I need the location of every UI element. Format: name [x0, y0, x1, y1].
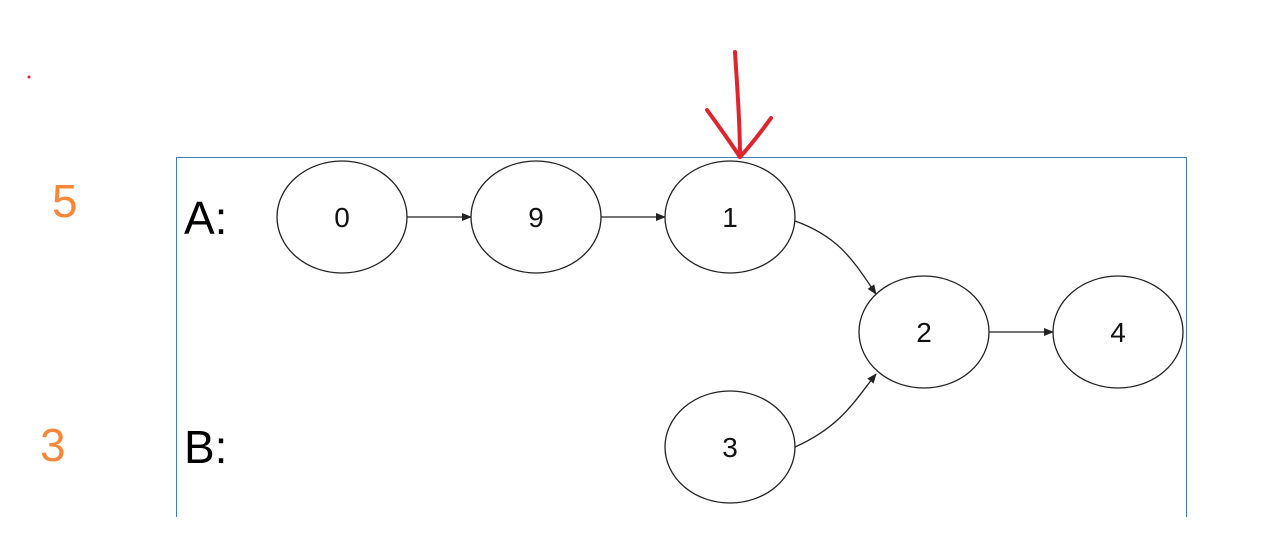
node-ellipse	[470, 160, 602, 274]
node-value: 0	[334, 202, 350, 233]
list-a-label: A:	[184, 192, 228, 244]
list-b-label: B:	[184, 421, 228, 473]
node-1: 1	[664, 160, 796, 274]
node-value: 9	[528, 202, 544, 233]
node-value: 3	[722, 432, 738, 463]
stray-dot	[27, 75, 31, 79]
nodes-layer: 0 9 1 2 4 3	[276, 160, 1184, 504]
node-ellipse	[858, 275, 990, 389]
edge-n1-to-n2	[794, 220, 877, 295]
list-b-count: 3	[40, 419, 66, 471]
node-value: 4	[1110, 317, 1126, 348]
diagram-frame	[176, 157, 1187, 517]
node-ellipse	[664, 390, 796, 504]
edges-layer	[407, 213, 1054, 448]
node-2: 2	[858, 275, 990, 389]
edge-n3-to-n2	[794, 373, 877, 448]
node-value: 2	[916, 317, 932, 348]
list-a-count: 5	[52, 175, 78, 227]
node-0: 0	[276, 160, 408, 274]
node-ellipse	[1052, 275, 1184, 389]
node-4: 4	[1052, 275, 1184, 389]
node-ellipse	[276, 160, 408, 274]
node-3: 3	[664, 390, 796, 504]
node-value: 1	[722, 202, 738, 233]
node-ellipse	[664, 160, 796, 274]
pointer-arrow	[705, 50, 773, 159]
node-9: 9	[470, 160, 602, 274]
